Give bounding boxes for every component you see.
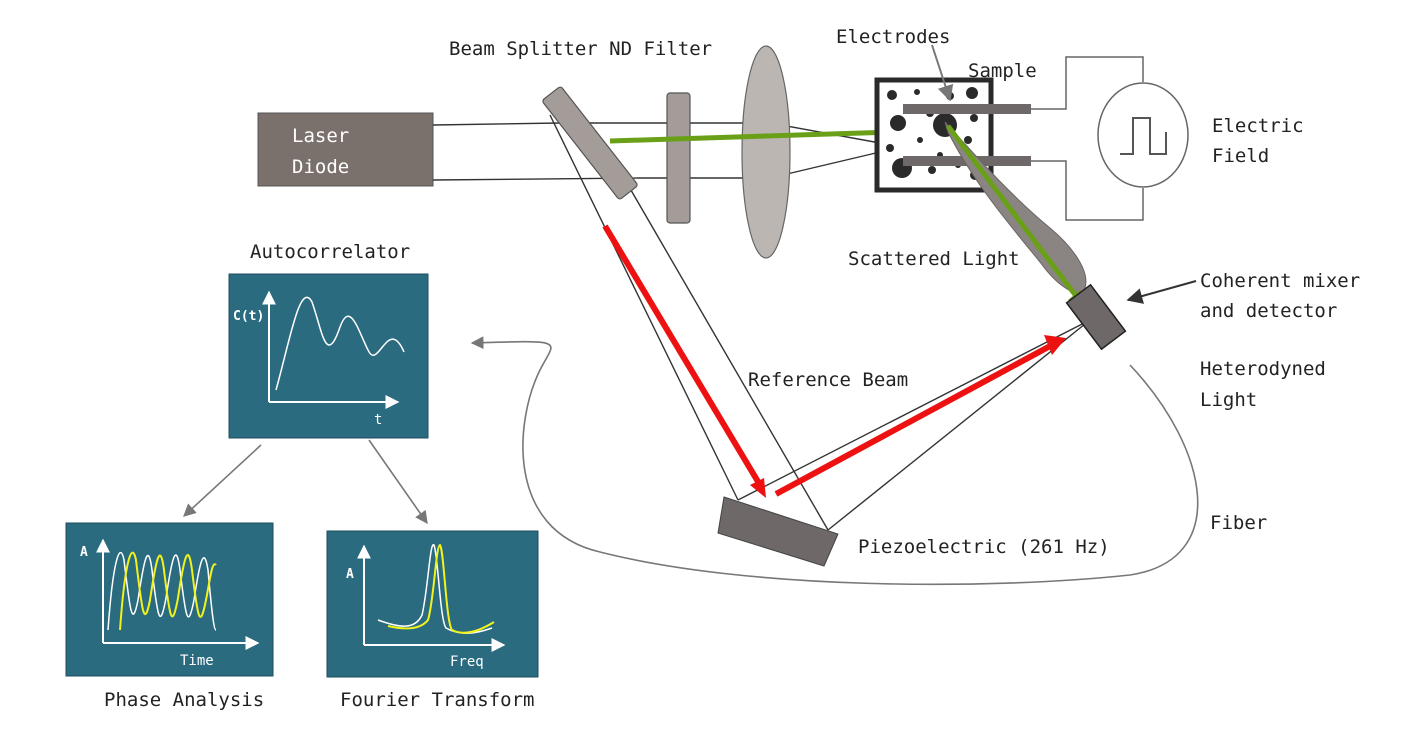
electric-label-line2: Field xyxy=(1212,145,1269,167)
coherent-label-line2: and detector xyxy=(1200,300,1337,322)
scattered-light-label: Scattered Light xyxy=(848,248,1020,270)
fourier-transform-label: Fourier Transform xyxy=(340,689,534,711)
beam-envelope xyxy=(432,114,1091,531)
fourier-x-label: Freq xyxy=(450,654,484,670)
phase-analysis-label: Phase Analysis xyxy=(104,689,264,711)
reference-beam-label: Reference Beam xyxy=(748,369,908,391)
electrodes-pointer-arrow xyxy=(931,44,954,102)
fiber-curve xyxy=(470,336,1199,586)
detector-pointer-arrow xyxy=(1126,280,1197,304)
autocorr-y-label: C(t) xyxy=(233,309,264,324)
laser-label-line1: Laser xyxy=(292,125,349,147)
nd-filter xyxy=(666,92,691,224)
piezo-label: Piezoelectric (261 Hz) xyxy=(858,536,1110,558)
autocorrelator-label: Autocorrelator xyxy=(250,241,410,263)
phase-analysis-panel: A Time xyxy=(65,522,274,677)
piezo-mirror xyxy=(717,496,839,567)
coherent-label-line1: Coherent mixer xyxy=(1200,270,1360,292)
fiber-label: Fiber xyxy=(1210,512,1267,534)
red-beam-up-arrowhead xyxy=(1044,335,1066,355)
heterodyned-label-line1: Heterodyned xyxy=(1200,358,1326,380)
beam-splitter-nd-label: Beam Splitter ND Filter xyxy=(449,38,712,60)
laser-diode: Laser Diode xyxy=(257,112,434,187)
arrow-to-phase xyxy=(183,444,262,517)
electric-label-line1: Electric xyxy=(1212,115,1304,137)
autocorr-x-label: t xyxy=(374,412,382,428)
red-beam-down-arrowhead xyxy=(750,478,766,498)
red-reference-beam-down xyxy=(602,224,763,487)
electric-field-circuit xyxy=(1031,56,1189,221)
green-scattered-beam xyxy=(946,124,1078,298)
arrow-to-fourier xyxy=(368,439,428,525)
electrodes-label: Electrodes xyxy=(836,26,950,48)
heterodyned-label-line2: Light xyxy=(1200,389,1257,411)
red-reference-beam-up xyxy=(774,342,1054,497)
sample-label: Sample xyxy=(968,60,1037,82)
beam-splitter xyxy=(542,86,638,200)
fourier-transform-panel: A Freq xyxy=(326,530,539,678)
coherent-mixer-detector xyxy=(1065,283,1127,351)
green-incident-beam xyxy=(609,128,926,144)
laser-label-line2: Diode xyxy=(292,156,349,178)
phase-y-label: A xyxy=(80,545,88,560)
fourier-y-label: A xyxy=(346,567,354,582)
lens xyxy=(741,45,791,259)
phase-x-label: Time xyxy=(180,653,214,669)
autocorrelator-panel: C(t) t xyxy=(228,273,429,439)
